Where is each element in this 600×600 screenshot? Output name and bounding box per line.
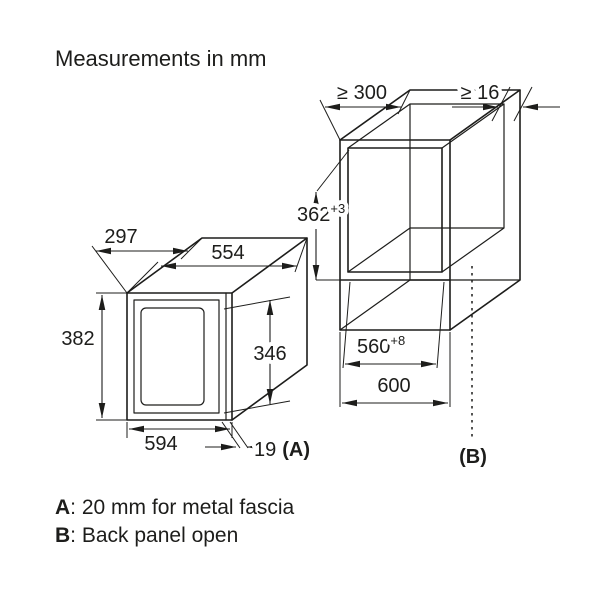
top-width-dimension-label: 554 [211, 242, 244, 264]
back-panel-ref-letter: (B) [459, 446, 487, 468]
fascia-gap-extension-lines [221, 421, 249, 449]
niche-interior-lines [347, 103, 505, 281]
height-dimension-label: 382 [61, 328, 94, 350]
min-gap-dimension-label: ≥ 16 [461, 82, 500, 104]
microwave-door-outline [133, 299, 220, 414]
niche-height-dimension-label: 362+3 [297, 201, 345, 226]
door-height-extension-lines [223, 296, 291, 414]
niche-top-face [339, 89, 521, 141]
niche-height-value: 362 [297, 204, 330, 226]
niche-width-value: 560 [357, 336, 390, 358]
legend-line-b: B: Back panel open [55, 524, 238, 547]
niche-height-tolerance: +3 [330, 201, 345, 216]
fascia-gap-value: 19 [254, 439, 276, 461]
height-extension-lines [96, 292, 127, 421]
fascia-gap-dimension-label: 19 (A) [254, 439, 310, 461]
fascia-ref-letter: (A) [282, 439, 310, 461]
niche-height-extension-lines [316, 149, 350, 281]
legend-b-key: B [55, 524, 70, 547]
niche-front-frame [339, 139, 451, 331]
legend: A: 20 mm for metal fascia B: Back panel … [55, 496, 295, 547]
niche-width-tolerance: +8 [390, 333, 405, 348]
legend-line-a: A: 20 mm for metal fascia [55, 496, 295, 519]
legend-a-text: : 20 mm for metal fascia [70, 496, 294, 519]
depth-dimension-label: 297 [104, 226, 137, 248]
niche-dimensions: ≥ 300 ≥ 16 362+3 560+8 600 (B) [293, 78, 560, 468]
niche-drawing [339, 89, 521, 440]
microwave-front-face [126, 292, 233, 421]
niche-opening [347, 147, 443, 273]
niche-width-dimension-label: 560+8 [357, 333, 405, 358]
microwave-side-face [231, 237, 308, 421]
width-dimension-label: 594 [144, 433, 177, 455]
niche-bottom-interior-lines [339, 279, 521, 331]
microwave-dimensions: 297 554 382 346 594 19 (A) [61, 226, 314, 465]
min-depth-dimension-label: ≥ 300 [337, 82, 387, 104]
microwave-door-window [140, 307, 205, 406]
door-height-dimension-label: 346 [253, 343, 286, 365]
legend-b-text: : Back panel open [70, 524, 238, 547]
outer-width-extension-lines [339, 332, 451, 407]
outer-width-dimension-label: 600 [377, 375, 410, 397]
niche-width-extension-lines [342, 281, 445, 369]
diagram-title: Measurements in mm [55, 46, 267, 71]
legend-a-key: A [55, 496, 70, 519]
width-extension-lines [126, 422, 233, 438]
niche-side-face [449, 89, 521, 331]
